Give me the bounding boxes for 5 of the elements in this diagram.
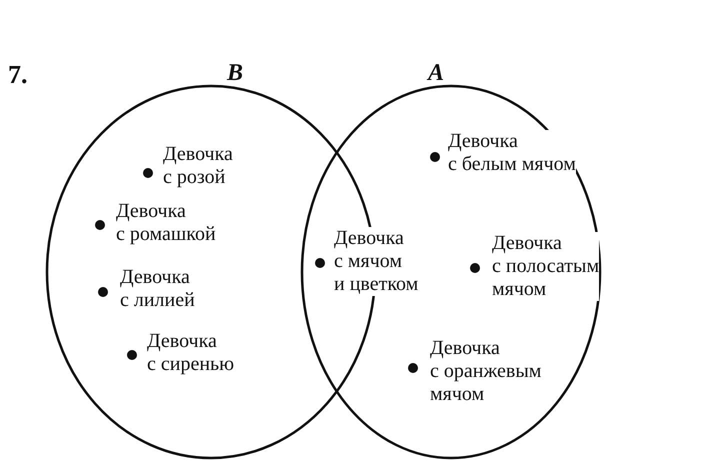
set-letter: B: [227, 60, 244, 86]
item-label: Девочка с полосатым мячом: [492, 232, 600, 301]
exercise-number: 7.: [8, 60, 28, 90]
item-label: Девочка с белым мячом: [448, 130, 576, 176]
set-letter: A: [428, 60, 444, 86]
